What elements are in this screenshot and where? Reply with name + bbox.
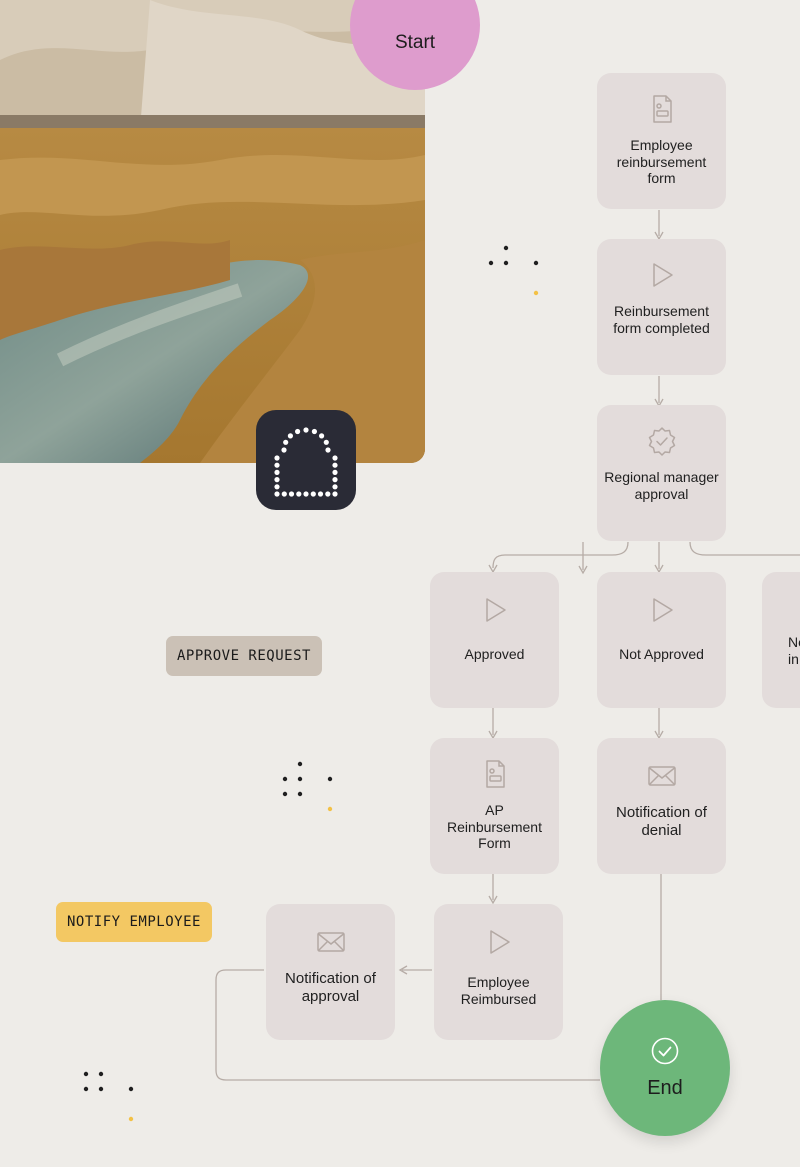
- node-label: Reinbursement form completed: [613, 303, 710, 336]
- logo-dot: [323, 439, 329, 445]
- logo-dot: [332, 477, 338, 483]
- check-circle-icon: [651, 1037, 679, 1064]
- node-label: Notification of approval: [285, 970, 376, 1005]
- logo-dot: [332, 455, 338, 461]
- logo-dot: [319, 433, 325, 439]
- logo-dot: [310, 491, 316, 497]
- node-approved[interactable]: Approved: [430, 572, 559, 708]
- logo-dot: [274, 462, 280, 468]
- approve-request-tag[interactable]: APPROVE REQUEST: [166, 636, 322, 676]
- logo-dot: [303, 491, 309, 497]
- node-ap-form[interactable]: AP Reinbursement Form: [430, 738, 559, 874]
- logo-dot: [274, 469, 280, 475]
- logo-dot: [317, 491, 324, 497]
- document-form-icon: [485, 760, 505, 788]
- node-employee-reimbursed[interactable]: Employee Reimbursed: [434, 904, 563, 1040]
- logo-dot: [274, 491, 280, 497]
- node-regional-approval[interactable]: Regional manager approval: [597, 405, 726, 541]
- play-triangle-icon: [485, 598, 506, 622]
- notify-employee-tag[interactable]: NOTIFY EMPLOYEE: [56, 902, 212, 942]
- logo-dot: [332, 469, 338, 475]
- node-label: Not Approved: [619, 646, 704, 662]
- logo-dot: [283, 439, 289, 445]
- node-notification-approval[interactable]: Notification of approval: [266, 904, 395, 1040]
- node-not-approved[interactable]: Not Approved: [597, 572, 726, 708]
- node-label: AP Reinbursement Form: [447, 802, 542, 851]
- logo-dot: [332, 484, 338, 490]
- envelope-icon: [647, 766, 676, 786]
- logo-dot: [287, 433, 293, 439]
- node-label: Approved: [464, 646, 525, 662]
- document-form-icon: [652, 95, 672, 123]
- play-triangle-icon: [489, 930, 510, 954]
- logo-dot: [303, 427, 309, 433]
- app-logo-icon: [256, 410, 356, 510]
- node-notification-denial[interactable]: Notification of denial: [597, 738, 726, 874]
- logo-dot: [288, 491, 295, 497]
- tag-label: APPROVE REQUEST: [177, 648, 311, 664]
- logo-dot: [274, 455, 280, 461]
- verified-badge-icon: [648, 427, 675, 456]
- logo-dot: [295, 428, 301, 435]
- end-node[interactable]: End: [600, 1000, 730, 1136]
- logo-dot: [325, 491, 331, 497]
- play-triangle-icon: [652, 598, 673, 622]
- landscape-photo: [0, 0, 425, 463]
- node-partial[interactable]: Ne in: [762, 572, 800, 708]
- node-label: Employee reinbursement form: [616, 137, 707, 186]
- node-employee-form[interactable]: Employee reinbursement form: [597, 73, 726, 209]
- logo-dot: [281, 447, 287, 453]
- logo-dot: [281, 491, 287, 497]
- tag-label: NOTIFY EMPLOYEE: [67, 914, 201, 930]
- logo-dot: [325, 447, 331, 453]
- end-label: End: [647, 1076, 683, 1099]
- logo-dot: [332, 462, 338, 468]
- node-label: Ne in: [788, 634, 800, 667]
- logo-dot: [332, 491, 338, 497]
- node-label: Regional manager approval: [604, 469, 719, 502]
- logo-dot: [274, 484, 280, 490]
- play-triangle-icon: [652, 263, 673, 287]
- decorative-dots: [282, 761, 333, 812]
- decorative-dots: [488, 245, 539, 296]
- decorative-dots: [83, 1071, 134, 1122]
- logo-dot: [274, 477, 280, 483]
- node-label: Notification of denial: [616, 804, 707, 839]
- logo-dot: [296, 491, 302, 497]
- node-label: Employee Reimbursed: [460, 974, 537, 1007]
- logo-dot: [311, 428, 317, 435]
- node-form-completed[interactable]: Reinbursement form completed: [597, 239, 726, 375]
- envelope-icon: [316, 932, 345, 952]
- start-label: Start: [394, 32, 436, 53]
